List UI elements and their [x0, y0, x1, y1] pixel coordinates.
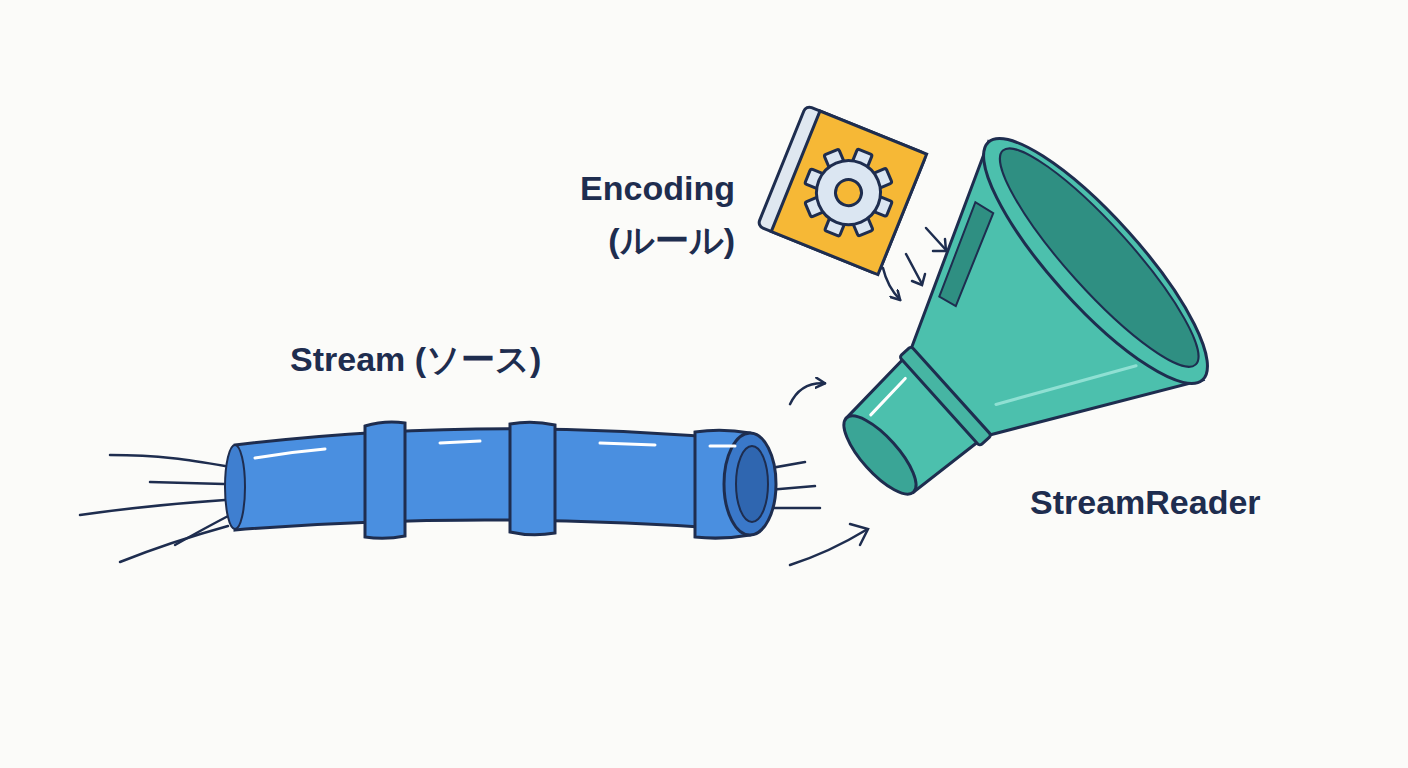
drawing-ellipse	[225, 445, 245, 529]
drawing-path	[235, 429, 745, 530]
drawing-path	[710, 445, 735, 448]
drawing-rect	[771, 111, 926, 275]
drawing-circle	[807, 151, 890, 234]
drawing-rect	[899, 346, 991, 446]
drawing-path	[906, 254, 922, 284]
drawing-path	[120, 526, 228, 562]
drawing-path	[510, 422, 555, 535]
drawing-path	[80, 500, 225, 515]
node-label: Encoding (ルール)	[550, 162, 735, 266]
drawing-path	[255, 449, 325, 458]
stream-pipe: Stream (ソース)	[220, 325, 790, 565]
drawing-path	[790, 530, 866, 565]
flow-arrow	[883, 268, 900, 300]
drawing-ellipse	[833, 406, 927, 504]
drawing-ellipse	[724, 433, 776, 535]
drawing-ellipse	[956, 113, 1236, 410]
node-label: Stream (ソース)	[290, 333, 610, 385]
drawing-path	[150, 482, 224, 484]
encoding-icon: Encoding (ルール)	[550, 100, 920, 268]
drawing-circle	[832, 176, 866, 210]
drawing-path	[600, 443, 655, 445]
drawing-path	[926, 228, 946, 250]
drawing-path	[850, 524, 868, 545]
node-label: StreamReader	[1030, 476, 1320, 528]
drawing-path	[772, 507, 820, 510]
drawing-path	[868, 378, 908, 414]
drawing-g	[757, 105, 926, 274]
source-flow-lines	[80, 455, 232, 562]
drawing-rect	[757, 105, 926, 274]
drawing-path	[912, 274, 925, 285]
drawing-path	[933, 239, 946, 251]
drawing-ellipse	[736, 446, 768, 522]
drawing-ellipse	[979, 129, 1219, 386]
streamreader-funnel: StreamReader	[825, 300, 1310, 525]
drawing-path	[440, 441, 480, 443]
drawing-path	[365, 422, 405, 538]
drawing-path	[110, 455, 225, 466]
drawing-path	[175, 514, 232, 545]
flow-arrow	[790, 383, 825, 404]
